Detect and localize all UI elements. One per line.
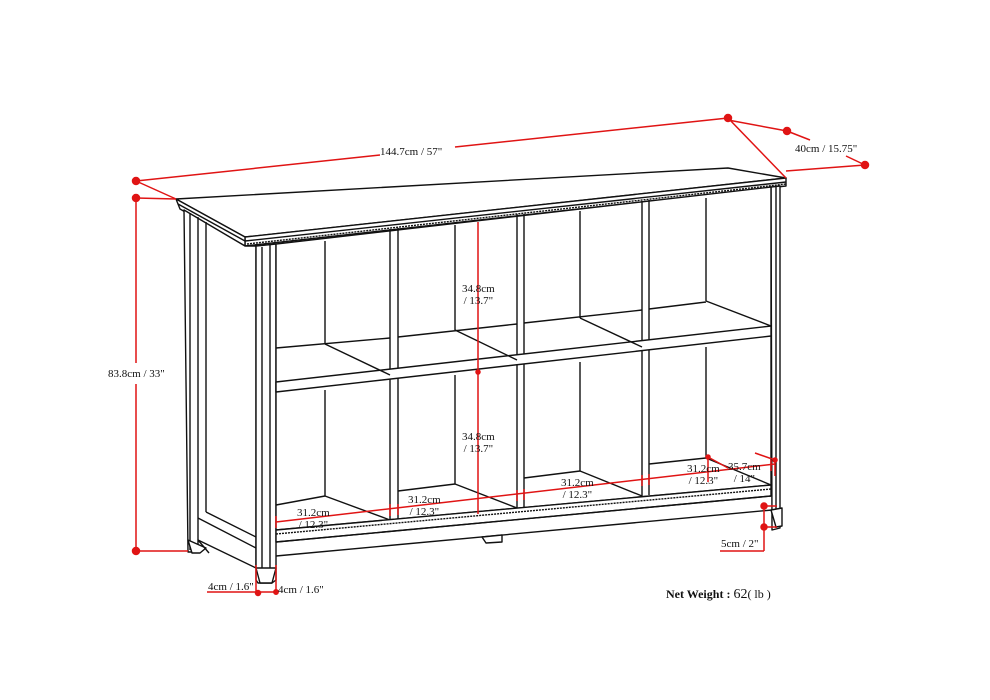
net-weight: Net Weight : 62( lb ) [666, 587, 771, 603]
leg-height-label: 5cm / 2" [721, 538, 759, 550]
upper-cube-height-in: / 13.7" [463, 295, 494, 307]
cube-width-1-cm: 31.2cm [297, 507, 330, 519]
lower-cube-height-cm: 34.8cm [462, 431, 495, 443]
net-weight-value: 62 [733, 587, 748, 602]
cube-width-1-in: / 12.3" [298, 519, 329, 531]
net-weight-unit: ( lb ) [747, 587, 771, 601]
cube-width-4-cm: 31.2cm [687, 463, 720, 475]
cube-width-label-4: 31.2cm / 12.3" [687, 463, 720, 487]
cube-width-2-in: / 12.3" [409, 506, 440, 518]
cube-width-4-in: / 12.3" [688, 475, 719, 487]
dimension-lines [131, 113, 870, 597]
depth-dimension-label: 40cm / 15.75" [795, 143, 858, 155]
bookcase-outline [175, 167, 787, 584]
lower-cube-height-in: / 13.7" [463, 443, 494, 455]
cube-depth-in: / 14" [733, 473, 755, 485]
upper-cube-height-label: 34.8cm / 13.7" [462, 283, 495, 307]
leg-width-front-label: 4cm / 1.6" [208, 581, 254, 593]
cube-width-3-cm: 31.2cm [561, 477, 594, 489]
upper-cube-height-cm: 34.8cm [462, 283, 495, 295]
lower-cube-height-label: 34.8cm / 13.7" [462, 431, 495, 455]
cube-width-2-cm: 31.2cm [408, 494, 441, 506]
cube-depth-cm: 35.7cm [728, 461, 761, 473]
cube-width-label-3: 31.2cm / 12.3" [561, 477, 594, 501]
height-dimension-label: 83.8cm / 33" [108, 368, 165, 380]
cube-width-3-in: / 12.3" [562, 489, 593, 501]
cube-width-label-2: 31.2cm / 12.3" [408, 494, 441, 518]
width-dimension-label: 144.7cm / 57" [380, 146, 443, 158]
net-weight-label: Net Weight : [666, 587, 731, 601]
leg-width-side-label: 4cm / 1.6" [278, 584, 324, 596]
cube-width-label-1: 31.2cm / 12.3" [297, 507, 330, 531]
cube-depth-label: 35.7cm / 14" [728, 461, 761, 485]
